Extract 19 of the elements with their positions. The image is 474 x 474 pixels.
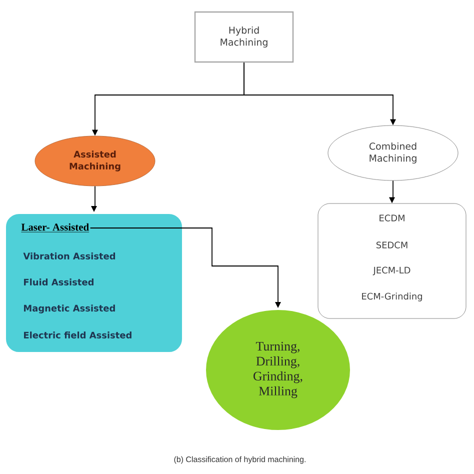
list-item: Magnetic Assisted (24, 304, 115, 314)
list-item: JECM-LD (372, 266, 410, 276)
list-item: Electric field Assisted (24, 332, 132, 338)
arrow (244, 62, 396, 126)
list-item: ECM-Grinding (362, 292, 422, 302)
heading-text: Laser- Assisted (21, 223, 90, 232)
circle-node: Turning, Drilling, Grinding, Milling (204, 308, 352, 432)
list-item: Fluid Assisted (24, 278, 94, 286)
list-item: Vibration Assisted (23, 252, 116, 260)
ellipse-node: Combined Machining (328, 125, 458, 181)
arrow (90, 228, 281, 308)
arrow (389, 180, 395, 204)
list-item: ECDM (380, 214, 404, 222)
process-box: Hybrid Machining (194, 11, 294, 63)
ellipse-node: Assisted Machining (34, 136, 156, 186)
list-item: SEDCM (376, 242, 408, 248)
rounded-box (4, 212, 184, 354)
arrow (91, 186, 97, 212)
rounded-box (318, 203, 466, 319)
